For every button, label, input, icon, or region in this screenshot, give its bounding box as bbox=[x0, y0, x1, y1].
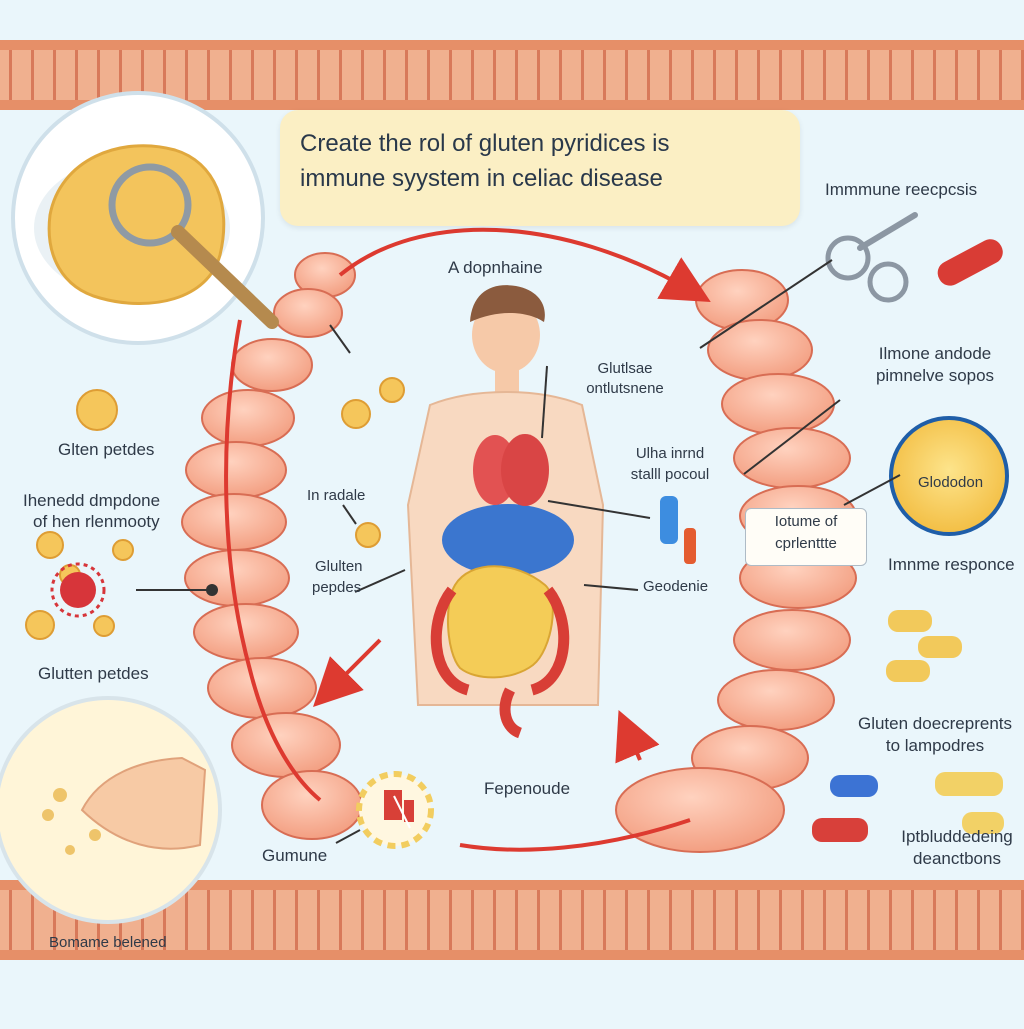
callout-box-line-1: Iotume of bbox=[774, 513, 838, 530]
label-top-center: A dopnhaine bbox=[448, 258, 543, 277]
label-body-center-2: ontlutsnene bbox=[586, 380, 664, 397]
label-left-top: Glten petdes bbox=[58, 440, 155, 459]
label-gcodenie: Geodenie bbox=[643, 578, 709, 595]
label-fepenoude: Fepenoude bbox=[484, 779, 571, 798]
page-title-line-2: immune syystem in celiac disease bbox=[300, 165, 663, 192]
flow-arrows bbox=[224, 227, 711, 852]
label-inner-left-3: pepdes bbox=[312, 579, 362, 596]
label-bottom-right-1: Iptbluddedeing bbox=[901, 827, 1013, 846]
label-body-right-1: Ulha inrnd bbox=[635, 445, 705, 462]
label-immune-response: Imnme responce bbox=[888, 555, 1015, 574]
label-inner-left-1: In radale bbox=[307, 487, 366, 504]
label-left-bottom: Glutten petdes bbox=[38, 664, 149, 683]
label-gluten-right-2: to lampodres bbox=[885, 736, 985, 755]
label-inner-left-2: Glulten bbox=[315, 558, 363, 575]
title-box bbox=[280, 110, 800, 226]
label-left-mid-1: Ihenedd dmpdone bbox=[23, 491, 161, 510]
label-right-mid-2: pimnelve sopos bbox=[875, 366, 995, 385]
label-bottom-left: Bomame belened bbox=[49, 934, 167, 951]
page-title-line-1: Create the rol of gluten pyridices is bbox=[300, 130, 670, 157]
label-upper-right: Immmune reecpcsis bbox=[825, 180, 978, 199]
label-bottom-right-2: deanctbons bbox=[913, 849, 1001, 868]
human-figure bbox=[406, 285, 605, 739]
gluten-particles-left bbox=[25, 377, 405, 640]
label-body-right-2: stalll pocoul bbox=[630, 466, 710, 483]
label-gluten-right-1: Gluten doecreprents bbox=[857, 714, 1013, 733]
hand-illustration bbox=[0, 696, 222, 924]
center-bottom-illustration bbox=[356, 771, 434, 849]
callout-box-line-2: cprlenttte bbox=[775, 535, 837, 552]
bacterium-left bbox=[50, 562, 218, 618]
callout-box: Iotume of cprlenttte bbox=[745, 508, 867, 566]
callout-lines bbox=[329, 259, 901, 844]
label-right-mid-1: Ilmone andode bbox=[878, 344, 992, 363]
immune-illustrations-right bbox=[660, 212, 1009, 842]
left-intestine-segments bbox=[181, 252, 363, 840]
gluten-magnifier-illustration bbox=[11, 91, 279, 345]
label-gumune: Gumune bbox=[262, 846, 328, 865]
label-body-center-1: Glutlsae bbox=[597, 360, 653, 377]
label-left-mid-2: of hen rlenmooty bbox=[33, 512, 160, 531]
label-glodon: Glododon bbox=[918, 474, 984, 491]
